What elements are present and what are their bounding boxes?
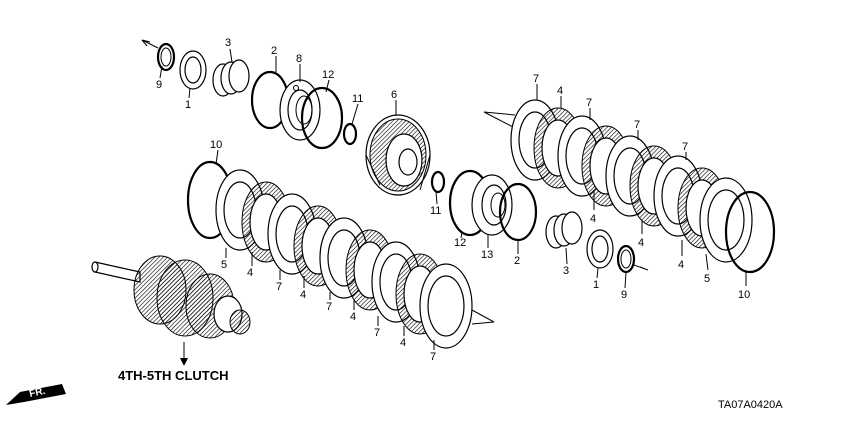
o-ring-11-center (430, 170, 446, 194)
callout-7-right-b: 7 (586, 97, 592, 109)
drawing-code: TA07A0420A (718, 399, 783, 411)
callout-7-right-a: 7 (533, 73, 539, 85)
callout-12-top: 12 (322, 69, 334, 81)
callout-3-top: 3 (225, 37, 231, 49)
shaft-assembly (91, 255, 251, 366)
leader-lines (159, 48, 747, 350)
callout-4-right-a: 4 (557, 85, 563, 97)
callout-1-top: 1 (185, 99, 191, 111)
o-ring-11-top (342, 122, 358, 146)
callout-8: 8 (296, 53, 302, 65)
callout-7-left-b: 7 (326, 301, 332, 313)
callout-4-right-c: 4 (638, 237, 644, 249)
snap-ring-9-center (616, 244, 649, 274)
thrust-washer-1-center (586, 229, 614, 269)
callout-6: 6 (391, 89, 397, 101)
callout-4-left-c: 4 (350, 311, 356, 323)
callout-5-left: 5 (221, 259, 227, 271)
callout-4-left-b: 4 (300, 289, 306, 301)
callout-4-left-d: 4 (400, 337, 406, 349)
callout-7-left-c: 7 (374, 327, 380, 339)
assembly-title: 4TH-5TH CLUTCH (118, 368, 229, 383)
callout-2-top: 2 (271, 45, 277, 57)
callout-3-center: 3 (563, 265, 569, 277)
callout-10-left: 10 (210, 139, 222, 151)
callout-12-center: 12 (454, 237, 466, 249)
callout-7-right-d: 7 (682, 141, 688, 153)
front-direction-arrow: FR. (6, 384, 66, 405)
callout-7-left-d: 7 (430, 351, 436, 363)
piston-8 (279, 79, 321, 141)
callout-9-top: 9 (156, 79, 162, 91)
callout-1-center: 1 (593, 279, 599, 291)
callout-4-right-d: 4 (678, 259, 684, 271)
snap-ring-9-top (141, 39, 176, 72)
callout-4-right-b: 4 (590, 213, 596, 225)
o-ring-12-top (300, 86, 344, 150)
clutch-drum-6 (365, 114, 431, 196)
callout-4-left-a: 4 (247, 267, 253, 279)
callout-10-right: 10 (738, 289, 750, 301)
callout-2-center: 2 (514, 255, 520, 267)
callout-7-right-c: 7 (634, 119, 640, 131)
callout-9-center: 9 (621, 289, 627, 301)
callout-7-left-a: 7 (276, 281, 282, 293)
spring-3-center (545, 211, 583, 249)
piston-13 (471, 174, 513, 236)
direction-label: FR. (28, 386, 46, 400)
thrust-washer-1-top (179, 50, 207, 90)
left-clutch-pack (186, 160, 495, 349)
callout-11-center: 11 (430, 205, 441, 217)
callout-13: 13 (481, 249, 493, 261)
callout-5-right: 5 (704, 273, 710, 285)
right-clutch-pack (483, 99, 776, 274)
callout-11-top: 11 (352, 93, 363, 105)
callout-numbers: 9 1 3 2 8 12 11 6 10 11 12 13 2 3 1 9 7 … (156, 37, 750, 363)
spring-3-top (212, 59, 250, 97)
